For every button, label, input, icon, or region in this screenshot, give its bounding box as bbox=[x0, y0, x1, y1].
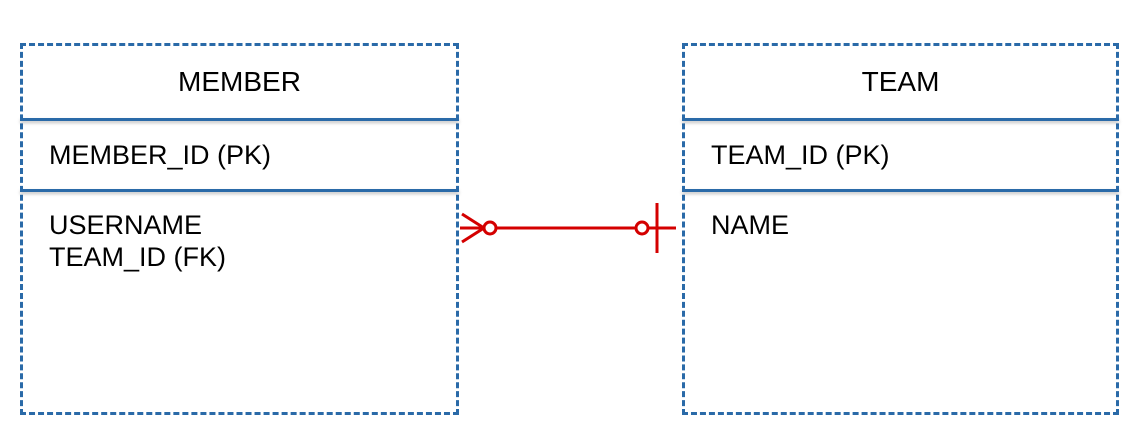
team-entity[interactable]: TEAM TEAM_ID (PK) NAME bbox=[682, 43, 1119, 415]
crows-foot-lower bbox=[461, 226, 485, 244]
member-title-divider bbox=[20, 118, 459, 121]
member-attribute: USERNAME bbox=[49, 210, 203, 240]
zero-circle-member bbox=[482, 220, 498, 236]
zero-circle-team bbox=[634, 220, 650, 236]
member-primary-key: MEMBER_ID (PK) bbox=[49, 139, 272, 170]
member-attribute: TEAM_ID (FK) bbox=[49, 242, 227, 272]
team-primary-key: TEAM_ID (PK) bbox=[711, 139, 890, 170]
member-attributes: USERNAME TEAM_ID (FK) bbox=[49, 209, 226, 273]
member-pk-divider bbox=[20, 189, 459, 192]
team-pk-divider bbox=[682, 189, 1119, 192]
member-entity[interactable]: MEMBER MEMBER_ID (PK) USERNAME TEAM_ID (… bbox=[20, 43, 459, 415]
team-title-divider bbox=[682, 118, 1119, 121]
member-entity-title: MEMBER bbox=[178, 66, 301, 97]
team-entity-title: TEAM bbox=[861, 66, 940, 97]
team-attribute: NAME bbox=[711, 210, 790, 240]
crows-foot-upper bbox=[461, 212, 485, 230]
team-attributes: NAME bbox=[711, 209, 789, 241]
relationship-lines bbox=[460, 203, 676, 253]
